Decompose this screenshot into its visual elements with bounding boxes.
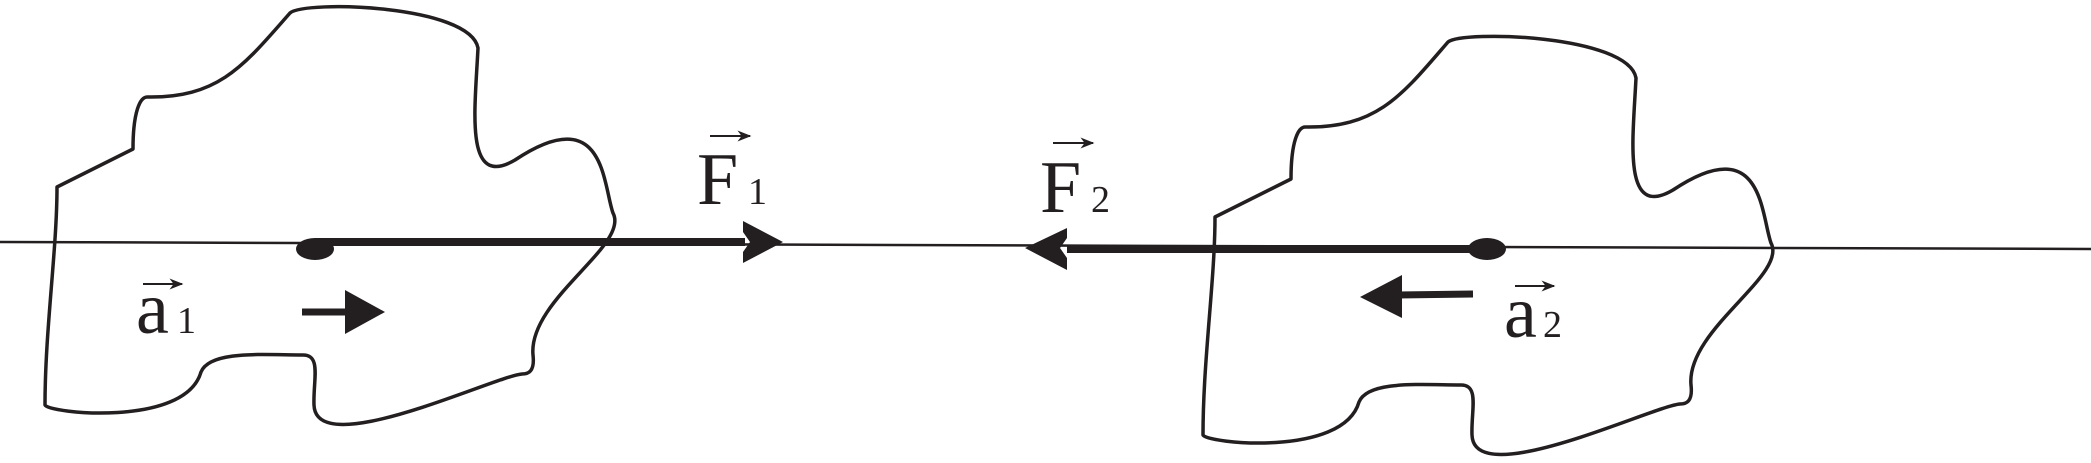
label-force-1: F 1: [697, 130, 767, 221]
accel-1-subscript: 1: [177, 300, 196, 342]
force-2-symbol: F: [1040, 147, 1081, 229]
accel-1-symbol: a: [136, 268, 169, 350]
label-force-2: F 2: [1040, 137, 1110, 229]
label-accel-2: a 2: [1504, 272, 1562, 354]
force-2-subscript: 2: [1091, 179, 1110, 221]
force-1-arrowhead: [743, 221, 783, 263]
accel-2-arrowhead: [1360, 275, 1402, 318]
force-1-symbol: F: [697, 139, 738, 221]
force-1-subscript: 1: [748, 171, 767, 213]
force-2-arrowhead: [1025, 228, 1067, 270]
accel-2-shaft: [1397, 290, 1474, 299]
accel-2-symbol: a: [1504, 272, 1537, 354]
body-2-outline: [1201, 34, 1775, 457]
body-1-outline: [43, 4, 617, 427]
accel-2-subscript: 2: [1543, 304, 1562, 346]
label-accel-1: a 1: [136, 268, 196, 350]
accel-1-arrowhead: [345, 290, 385, 334]
